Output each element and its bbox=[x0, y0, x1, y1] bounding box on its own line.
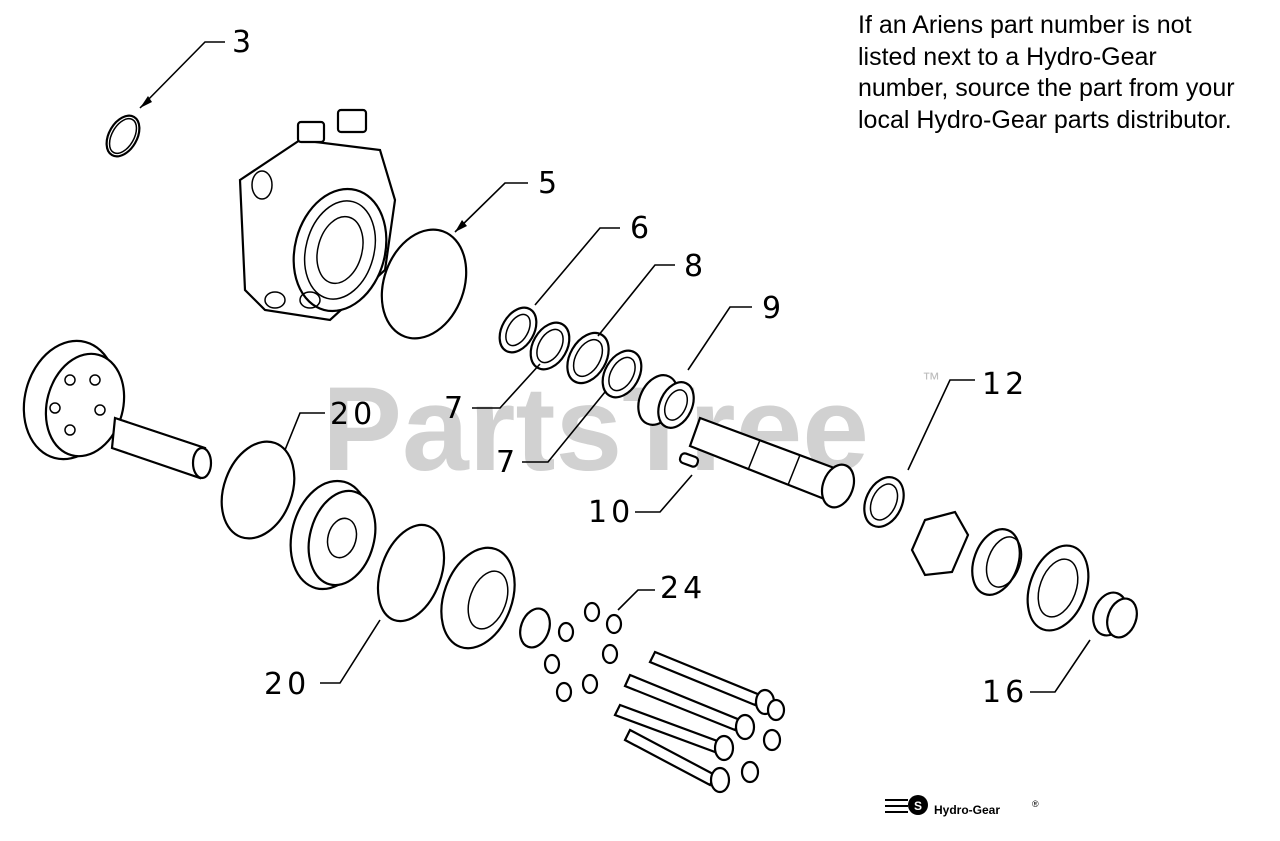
sourcing-note: If an Ariens part number is not listed n… bbox=[858, 10, 1278, 136]
part-10-key[interactable] bbox=[678, 452, 700, 468]
note-line-2: listed next to a Hydro-Gear bbox=[858, 42, 1157, 71]
callout-labels: 3 5 6 8 9 7 7 10 12 20 20 24 16 bbox=[232, 25, 1028, 710]
part-20-o-ring-upper[interactable] bbox=[209, 431, 307, 548]
part-3-o-ring[interactable] bbox=[100, 110, 146, 162]
end-plate[interactable] bbox=[428, 538, 527, 659]
part-20-o-ring-lower[interactable] bbox=[366, 516, 457, 630]
callout-10: 10 bbox=[588, 495, 634, 530]
part-5-o-ring[interactable] bbox=[367, 218, 480, 351]
watermark-tm: ™ bbox=[922, 369, 940, 389]
housing[interactable] bbox=[238, 108, 400, 322]
callout-20-lower: 20 bbox=[264, 667, 310, 702]
callout-5: 5 bbox=[538, 166, 561, 201]
brand-registered: ® bbox=[1032, 799, 1039, 809]
callout-24: 24 bbox=[660, 571, 706, 606]
note-line-3: number, source the part from your bbox=[858, 74, 1235, 102]
splined-shaft[interactable] bbox=[110, 416, 213, 480]
callout-6: 6 bbox=[630, 211, 653, 246]
part-24-washers[interactable] bbox=[543, 601, 623, 703]
hydro-gear-logo: S Hydro-Gear ® bbox=[885, 795, 1039, 817]
end-cap[interactable] bbox=[964, 523, 1029, 602]
callout-7-upper: 7 bbox=[444, 391, 467, 426]
leader-lines bbox=[139, 41, 1091, 693]
cam-ring[interactable] bbox=[1017, 537, 1100, 639]
part-8-thrust-bearing[interactable] bbox=[559, 326, 617, 391]
svg-text:S: S bbox=[914, 799, 922, 813]
part-16-needle-bearing[interactable] bbox=[1087, 588, 1142, 642]
callout-3: 3 bbox=[232, 25, 255, 60]
brand-name: Hydro-Gear bbox=[934, 803, 1000, 817]
rotor-housing[interactable] bbox=[11, 330, 135, 469]
callout-9: 9 bbox=[762, 291, 785, 326]
part-6-seal[interactable] bbox=[492, 301, 544, 359]
output-shaft[interactable] bbox=[688, 416, 860, 512]
bolts[interactable] bbox=[613, 650, 786, 794]
callout-20-upper: 20 bbox=[330, 397, 376, 432]
note-line-4: local Hydro-Gear parts distributor. bbox=[858, 105, 1232, 134]
small-o-ring[interactable] bbox=[515, 604, 555, 651]
part-7-washer-b[interactable] bbox=[595, 344, 649, 404]
note-line-1: If an Ariens part number is not bbox=[858, 11, 1192, 39]
callout-7-lower: 7 bbox=[496, 445, 519, 480]
callout-16: 16 bbox=[982, 675, 1028, 710]
gerotor-set[interactable] bbox=[279, 472, 385, 598]
lip-seal[interactable] bbox=[910, 510, 970, 577]
part-9-bearing[interactable] bbox=[631, 369, 701, 434]
callout-8: 8 bbox=[684, 249, 707, 284]
part-12-retaining-ring[interactable] bbox=[857, 471, 912, 533]
callout-12: 12 bbox=[982, 367, 1028, 402]
